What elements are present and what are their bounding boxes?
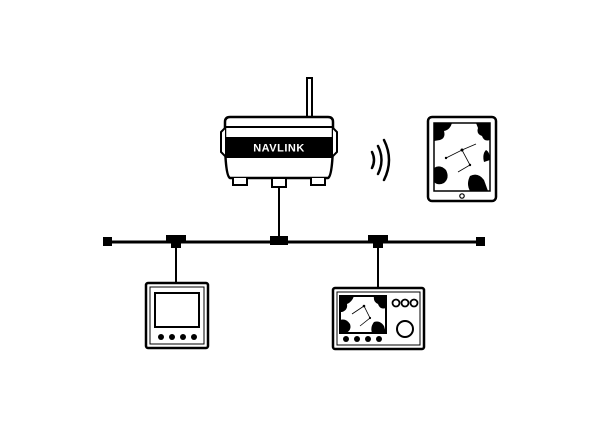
wifi-router-icon: NAVLINK — [220, 77, 338, 188]
instrument-buttons — [158, 334, 197, 340]
network-backbone — [103, 187, 485, 288]
t-connector-left — [166, 235, 186, 248]
instrument-screen — [154, 292, 200, 328]
tablet-home-button — [459, 193, 465, 199]
chartplotter-rotary-knob — [396, 320, 414, 338]
backbone-terminator-left — [103, 237, 112, 246]
tablet-chart-icon — [426, 115, 498, 203]
chartplotter-buttons — [343, 336, 382, 342]
t-connector-center — [270, 236, 288, 245]
instrument-display-icon — [144, 281, 210, 350]
t-connector-right — [368, 235, 388, 248]
chartplotter-keys — [391, 298, 419, 308]
antenna — [306, 77, 313, 119]
gateway-label: NAVLINK — [253, 143, 305, 155]
backbone-terminator-right — [476, 237, 485, 246]
wireless-signal-icon — [370, 138, 391, 182]
gateway-label-band — [226, 137, 332, 158]
chartplotter-icon — [331, 286, 426, 351]
